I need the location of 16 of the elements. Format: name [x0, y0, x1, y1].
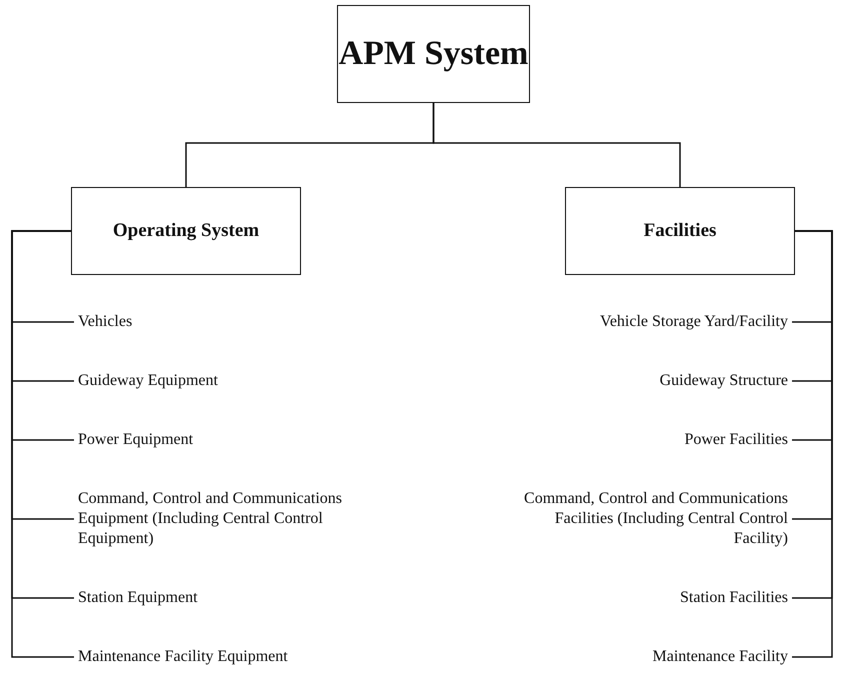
- component-label: Vehicle Storage Yard/Facility: [600, 312, 788, 332]
- component-label: Power Facilities: [684, 430, 788, 450]
- connector-line: [432, 103, 681, 187]
- component-label: Guideway Equipment: [78, 371, 218, 391]
- system-box: APM System: [337, 5, 530, 103]
- category-box: Operating System: [71, 187, 301, 275]
- component-label: Vehicles: [78, 312, 132, 332]
- component-label: Maintenance Facility Equipment: [78, 647, 288, 667]
- component-label: Command, Control and Communications Equipment (Including Central Control Equipment): [78, 489, 388, 549]
- component-label: Station Facilities: [680, 588, 788, 608]
- component-label: Station Equipment: [78, 588, 198, 608]
- category-box: Facilities: [565, 187, 795, 275]
- component-label: Guideway Structure: [660, 371, 788, 391]
- component-label: Maintenance Facility: [652, 647, 788, 667]
- component-label: Power Equipment: [78, 430, 194, 450]
- component-label: Command, Control and Communications Facilities (Including Central Control Facility): [498, 489, 788, 549]
